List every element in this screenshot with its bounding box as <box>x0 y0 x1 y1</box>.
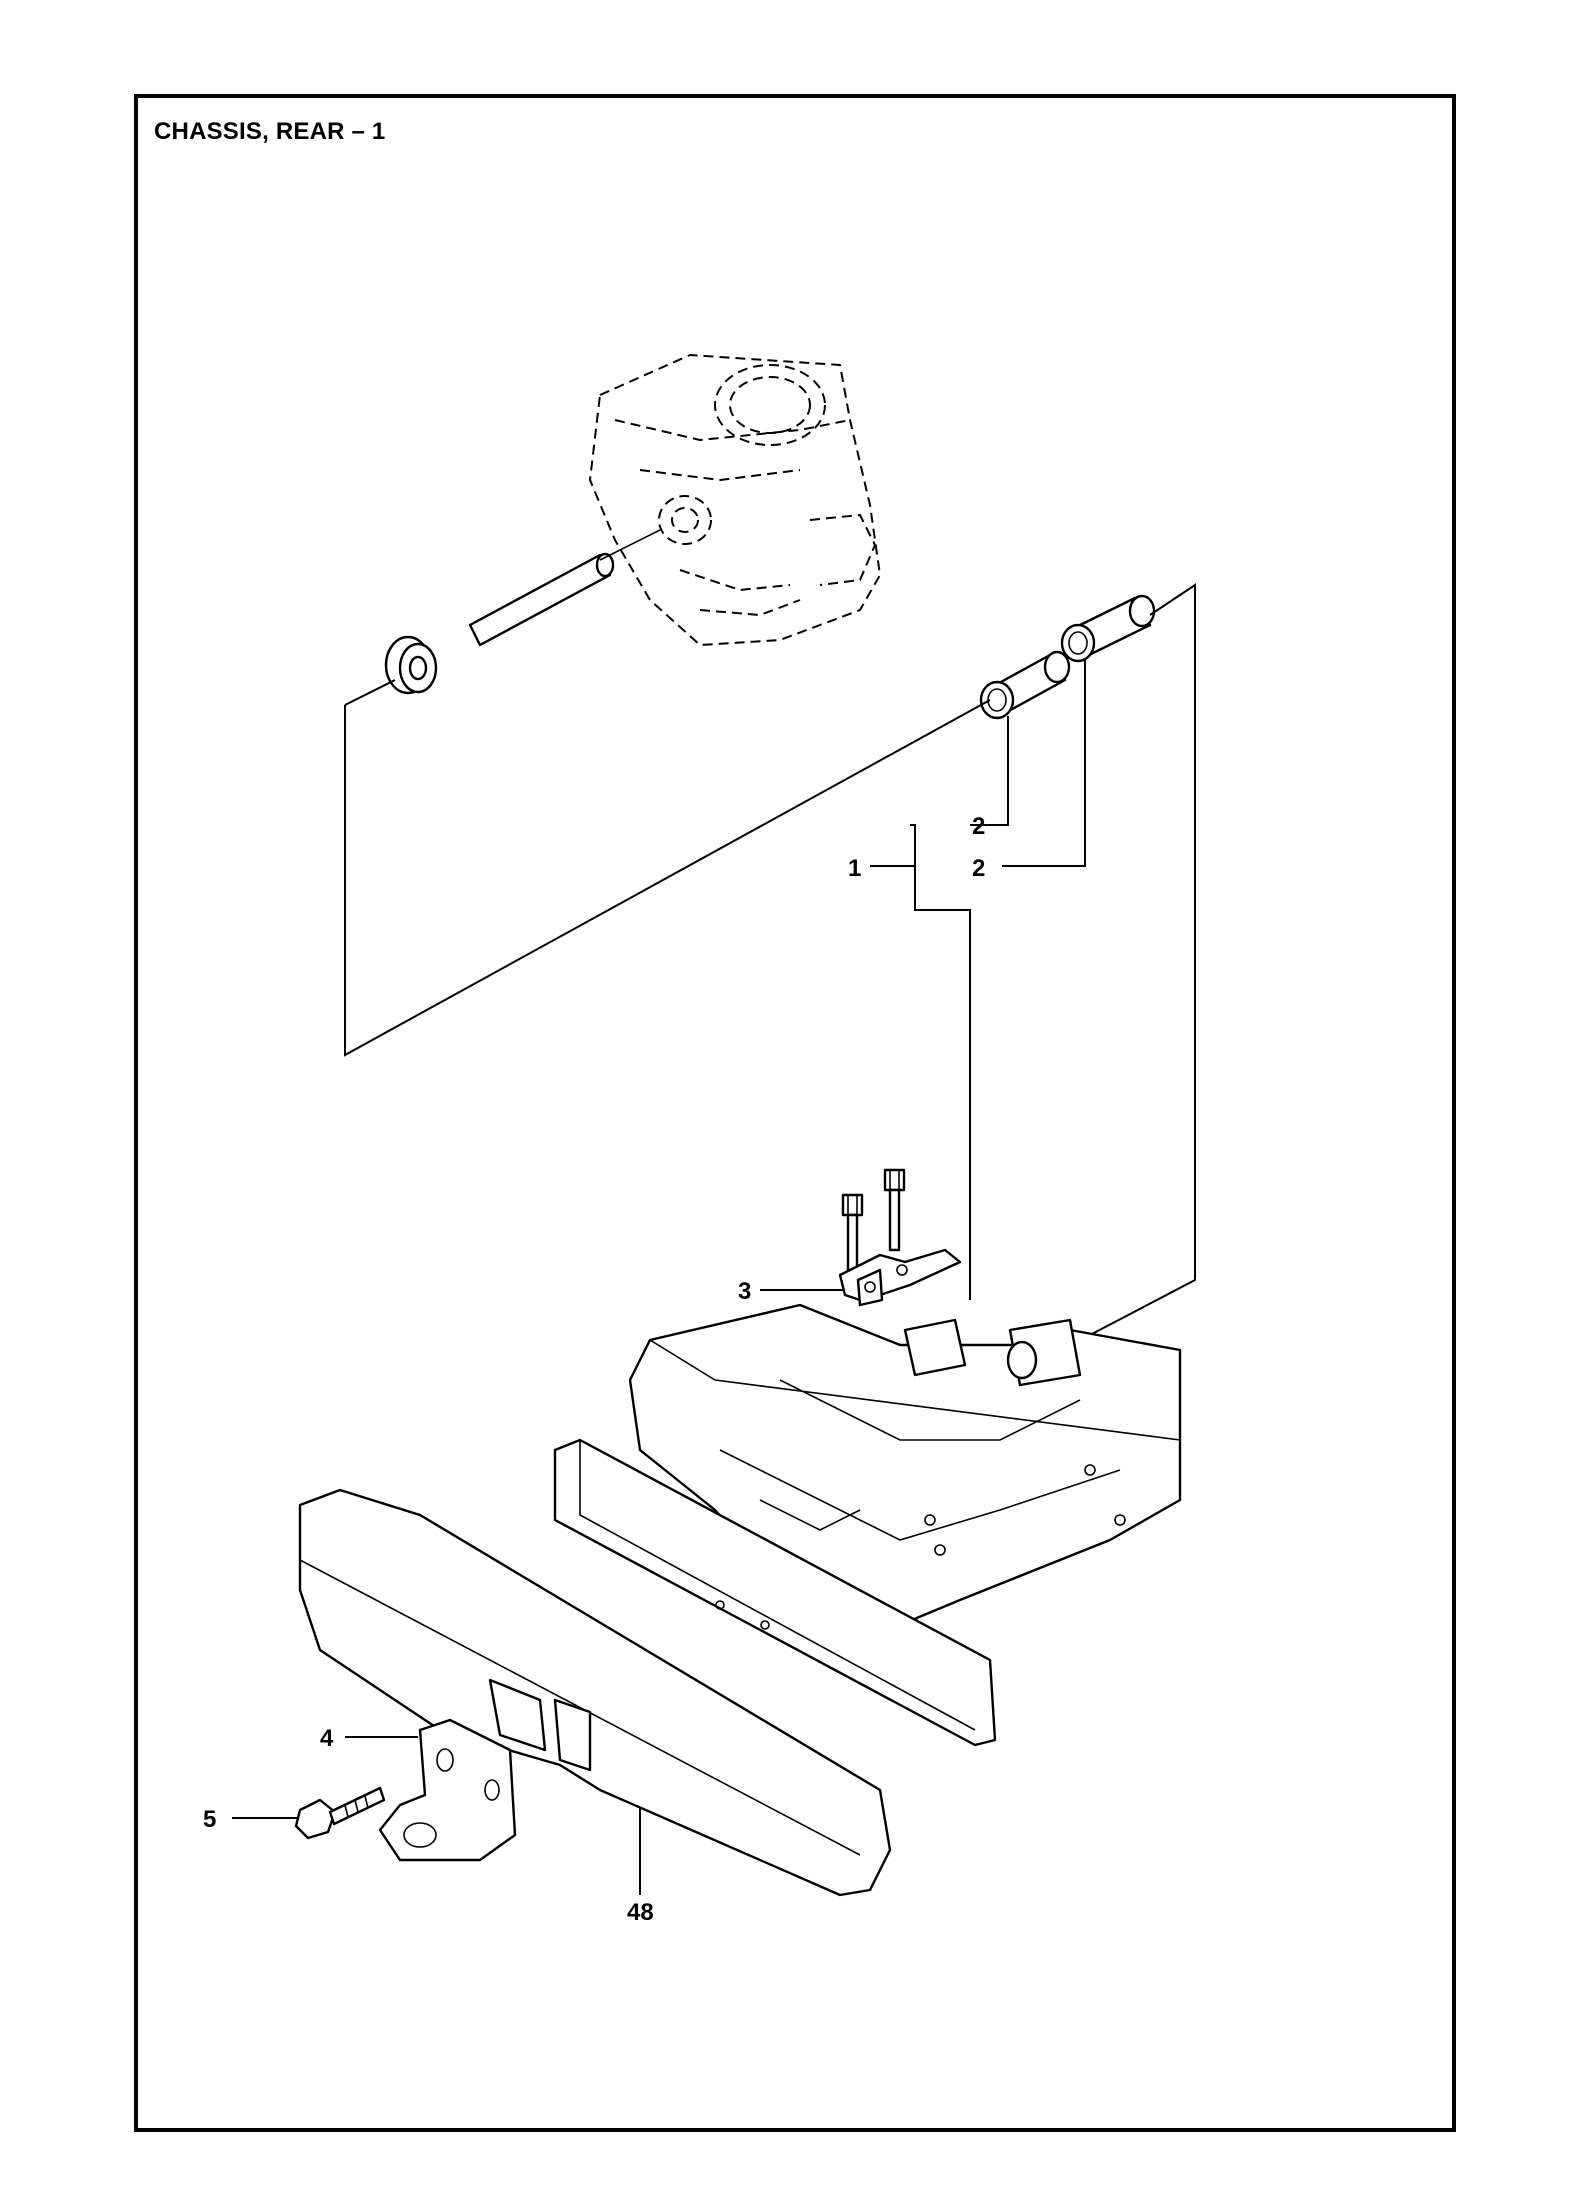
hex-bolt <box>294 1786 386 1840</box>
bolt-vertical-left <box>841 1193 864 1272</box>
hitch-plate <box>378 1718 517 1862</box>
bushing-right <box>1060 594 1156 663</box>
bushing-left <box>979 650 1071 720</box>
seal-washer <box>384 635 438 695</box>
callout-2-lower: 2 <box>972 855 985 882</box>
axle-shaft <box>468 529 661 647</box>
page-title: CHASSIS, REAR – 1 <box>154 118 386 145</box>
bracket <box>838 1248 962 1307</box>
assembly-guide-lines <box>232 583 1196 1895</box>
rear-bumper-weight <box>298 1488 892 1897</box>
callout-4: 4 <box>320 1725 334 1752</box>
callout-2-upper: 2 <box>972 813 985 840</box>
front-plate <box>553 1438 997 1747</box>
callout-1: 1 <box>848 855 861 882</box>
transmission-ghost <box>589 354 881 646</box>
callout-48: 48 <box>627 1899 654 1926</box>
page-frame <box>134 94 1456 2132</box>
callout-5: 5 <box>203 1806 216 1833</box>
bolt-vertical-right <box>883 1168 906 1252</box>
callout-3: 3 <box>738 1278 751 1305</box>
